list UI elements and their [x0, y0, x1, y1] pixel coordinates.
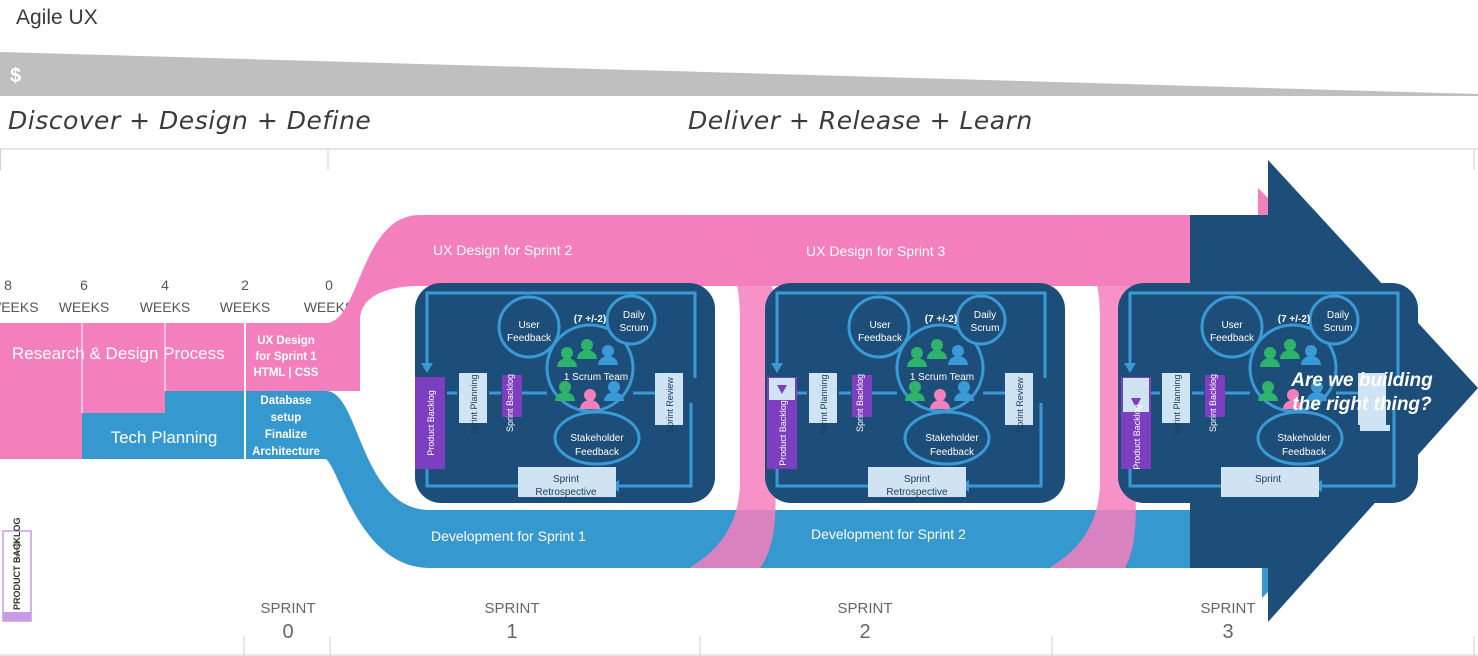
svg-text:Retrospective: Retrospective: [535, 487, 597, 498]
research-block: [0, 323, 82, 459]
svg-text:Product Backlog: Product Backlog: [426, 390, 436, 456]
svg-text:(7 +/-2): (7 +/-2): [574, 314, 607, 325]
svg-text:Scrum: Scrum: [620, 323, 649, 334]
tech-planning-block-right: [165, 391, 244, 459]
dev-band: [326, 391, 1325, 598]
sprint-loop-3: [1116, 281, 1420, 505]
svg-text:1 Scrum Team: 1 Scrum Team: [910, 372, 974, 383]
dev-sprint1-label: Development for Sprint 1: [431, 528, 586, 544]
svg-text:Feedback: Feedback: [858, 333, 903, 344]
svg-text:Stakeholder: Stakeholder: [925, 433, 979, 444]
svg-text:User: User: [518, 320, 540, 331]
svg-text:User: User: [1221, 320, 1243, 331]
svg-text:Product Backlog: Product Backlog: [1132, 404, 1142, 470]
svg-text:Sprint Review: Sprint Review: [1015, 377, 1025, 433]
ux-band: [326, 188, 1320, 391]
loop3-text: User Feedback (7 +/-2) Daily Scrum Stake…: [1132, 310, 1352, 485]
svg-text:Scrum: Scrum: [971, 323, 1000, 334]
tech-planning-block: [82, 413, 165, 459]
svg-text:Sprint Planning: Sprint Planning: [1172, 374, 1182, 435]
ux-sprint1-block: [246, 323, 326, 391]
loop2-text: User Feedback (7 +/-2) Daily Scrum 1 Scr…: [778, 310, 1025, 498]
research-label: Research & Design Process: [12, 344, 225, 363]
loop1-text: User Feedback (7 +/-2) Daily Scrum 1 Scr…: [426, 310, 675, 498]
svg-text:(7 +/-2): (7 +/-2): [1278, 314, 1311, 325]
svg-text:Sprint: Sprint: [553, 474, 579, 485]
svg-text:Feedback: Feedback: [1210, 333, 1255, 344]
svg-text:Daily: Daily: [1327, 310, 1349, 321]
svg-text:Sprint: Sprint: [1255, 474, 1281, 485]
svg-text:Feedback: Feedback: [1282, 447, 1327, 458]
svg-text:Feedback: Feedback: [575, 447, 620, 458]
svg-text:Feedback: Feedback: [507, 333, 552, 344]
svg-text:1 Scrum Team: 1 Scrum Team: [564, 372, 628, 383]
svg-text:Daily: Daily: [974, 310, 996, 321]
phase-divider: [0, 148, 1478, 170]
research-block-mid: [82, 323, 165, 413]
cost-symbol: $: [10, 65, 21, 87]
page-title: Agile UX: [16, 6, 98, 29]
database-block: [246, 391, 326, 459]
svg-text:Retrospective: Retrospective: [886, 487, 948, 498]
product-backlog-1: [415, 377, 445, 469]
svg-text:User: User: [869, 320, 891, 331]
research-block-right: [165, 323, 244, 391]
svg-text:Sprint Backlog: Sprint Backlog: [1208, 374, 1218, 432]
ux-sprint3-label: UX Design for Sprint 3: [806, 243, 945, 259]
svg-text:Scrum: Scrum: [1324, 323, 1353, 334]
svg-text:Daily: Daily: [623, 310, 645, 321]
svg-text:Sprint Planning: Sprint Planning: [469, 374, 479, 435]
svg-text:Sprint Backlog: Sprint Backlog: [855, 374, 865, 432]
phase-discover: Discover + Design + Define: [8, 106, 372, 135]
phase-deliver: Deliver + Release + Learn: [688, 106, 1033, 135]
svg-text:(7 +/-2): (7 +/-2): [925, 314, 958, 325]
cost-wedge: $: [0, 52, 1478, 96]
question-line2: the right thing?: [1292, 394, 1432, 415]
svg-text:Sprint Backlog: Sprint Backlog: [505, 374, 515, 432]
svg-text:Feedback: Feedback: [930, 447, 975, 458]
question-line1: Are we building: [1290, 370, 1433, 391]
ux-sprint2-label: UX Design for Sprint 2: [433, 242, 572, 258]
dev-sprint2-label: Development for Sprint 2: [811, 526, 966, 542]
legend-backlog-label: PRODUCT BACKLOG: [12, 518, 22, 611]
svg-text:Sprint Planning: Sprint Planning: [819, 374, 829, 435]
svg-text:Sprint Review: Sprint Review: [665, 377, 675, 433]
svg-text:Product Backlog: Product Backlog: [778, 400, 788, 466]
tech-planning-label: Tech Planning: [110, 428, 218, 447]
svg-text:Stakeholder: Stakeholder: [570, 433, 624, 444]
svg-text:Stakeholder: Stakeholder: [1277, 433, 1331, 444]
svg-text:Sprint: Sprint: [904, 474, 930, 485]
